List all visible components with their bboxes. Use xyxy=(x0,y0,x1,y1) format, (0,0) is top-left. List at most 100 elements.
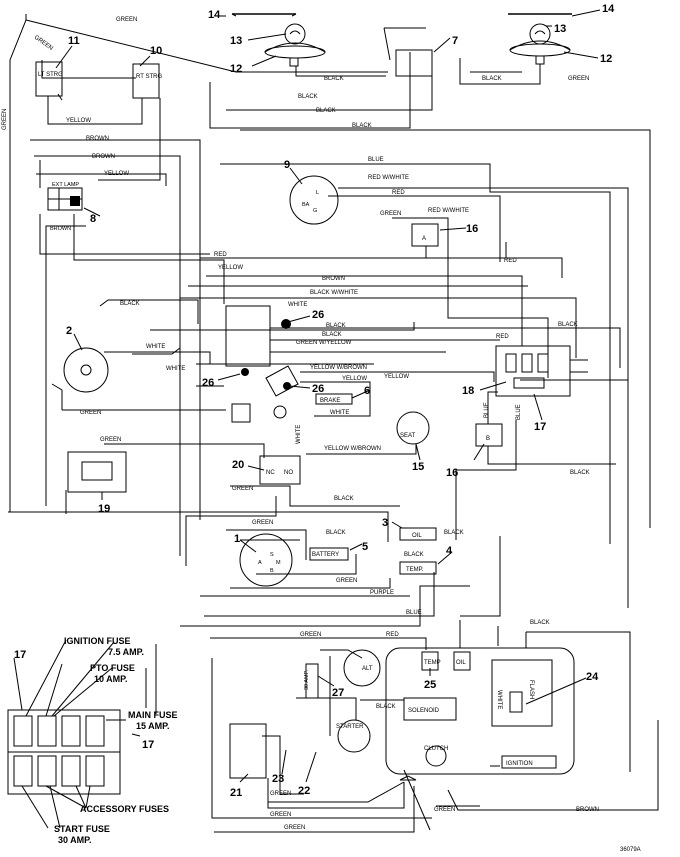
module-26 xyxy=(225,305,271,367)
callout-24: 24 xyxy=(586,671,599,683)
main-fuse-title: MAIN FUSE xyxy=(128,710,178,720)
callout-13-left: 13 xyxy=(230,35,242,47)
lt-strg-label: LT STRG xyxy=(38,72,63,78)
callout-4: 4 xyxy=(446,545,453,557)
wire-label-brown-1: BROWN xyxy=(86,136,109,142)
battery-label: BATTERY xyxy=(312,552,339,558)
wire-label-green-top: GREEN xyxy=(116,17,137,23)
callout-8: 8 xyxy=(90,213,96,225)
wire-label-red-white-1: RED W/WHITE xyxy=(368,175,409,181)
lamp-left xyxy=(231,13,326,67)
wire-label-extlamp: EXT LAMP xyxy=(52,182,79,188)
callout-12-left: 12 xyxy=(230,63,242,75)
callout-11: 11 xyxy=(68,35,80,47)
alt-label: ALT xyxy=(362,666,373,672)
alternator xyxy=(343,649,381,687)
connector-19 xyxy=(67,451,127,493)
wire-label-white-1: WHITE xyxy=(288,302,307,308)
wire-label-black-white: BLACK W/WHITE xyxy=(310,290,358,296)
callout-10: 10 xyxy=(150,45,162,57)
temp-gauge-label: TEMP xyxy=(424,660,441,666)
callout-14-left: 14 xyxy=(208,9,221,21)
wire-label-red-5: RED xyxy=(386,632,399,638)
wire-label-yellow-2: YELLOW xyxy=(104,171,129,177)
wire-label-white-3: WHITE xyxy=(166,366,185,372)
wire-label-black-10: BLACK xyxy=(570,470,590,476)
callout-27: 27 xyxy=(332,687,344,699)
key-g-label: G xyxy=(313,208,317,214)
brake-label: BRAKE xyxy=(320,398,340,404)
wire-label-yellow-5: YELLOW xyxy=(384,374,409,380)
ignition-fuse-title: IGNITION FUSE xyxy=(64,636,131,646)
wire-label-black-13: BLACK xyxy=(444,530,464,536)
wire-label-green-yellow: GREEN W/YELLOW xyxy=(296,340,352,346)
battery-light-5 xyxy=(309,547,349,561)
diode-16-lower xyxy=(475,423,503,447)
diode-a-label: A xyxy=(422,236,426,242)
wire-label-green-12: GREEN xyxy=(284,825,305,831)
wire-label-red-3: RED xyxy=(504,258,517,264)
wire-label-white-4: WHITE xyxy=(330,410,349,416)
switch-20 xyxy=(259,455,301,485)
diode-16-top xyxy=(411,223,439,247)
wire-label-black-5: BLACK xyxy=(352,123,372,129)
callout-7: 7 xyxy=(452,35,458,47)
callout-20: 20 xyxy=(232,459,244,471)
key-l-label: L xyxy=(316,190,319,196)
wire-label-black-9: BLACK xyxy=(558,322,578,328)
temp-light-label: TEMP. xyxy=(406,567,424,573)
fuse-block xyxy=(7,709,121,795)
callout-1: 1 xyxy=(234,533,240,545)
nc-label: NC xyxy=(266,470,275,476)
relay-block-17 xyxy=(495,345,571,397)
callout-6: 6 xyxy=(364,385,370,397)
engine-connector-2 xyxy=(63,347,109,393)
wire-label-green-9: GREEN xyxy=(300,632,321,638)
wire-label-black-14: BLACK xyxy=(404,552,424,558)
wire-label-green-13: GREEN xyxy=(434,807,455,813)
callout-5: 5 xyxy=(362,541,368,553)
battery-21 xyxy=(229,723,267,779)
wire-label-brown-2: BROWN xyxy=(92,154,115,160)
starter xyxy=(337,719,371,753)
callout-17-fuse-right: 17 xyxy=(142,739,154,751)
callout-9: 9 xyxy=(284,159,290,171)
callout-15: 15 xyxy=(412,461,424,473)
wire-label-black-2: BLACK xyxy=(482,76,502,82)
wire-label-brown-4: BROWN xyxy=(322,276,345,282)
wire-label-yellow-1: YELLOW xyxy=(66,118,91,124)
callout-17-relay: 17 xyxy=(534,421,546,433)
callout-26-top: 26 xyxy=(312,309,324,321)
ign-s-label: S xyxy=(270,552,274,558)
ign-m-label: M xyxy=(276,560,281,566)
no-label: NO xyxy=(284,470,293,476)
ignition-switch-1 xyxy=(239,533,293,587)
drawing-number: 36079A xyxy=(620,847,641,853)
wire-label-black-15: BLACK xyxy=(530,620,550,626)
wire-label-black-4: BLACK xyxy=(316,108,336,114)
wire-label-red-4: RED xyxy=(496,334,509,340)
callout-22: 22 xyxy=(298,785,310,797)
starter-label: STARTER xyxy=(336,724,364,730)
wire-label-white-5: WHITE xyxy=(296,425,302,444)
wire-label-white-2: WHITE xyxy=(146,344,165,350)
relay-7 xyxy=(395,49,433,77)
pto-fuse-rating: 10 AMP. xyxy=(94,674,128,684)
white-label-engine: WHITE xyxy=(496,690,502,709)
wire-label-green-8: GREEN xyxy=(336,578,357,584)
callout-14-right: 14 xyxy=(602,3,615,15)
wire-label-blue-4: BLUE xyxy=(406,610,422,616)
seat-label: SEAT xyxy=(400,433,416,439)
temp-light-4 xyxy=(399,561,437,575)
wire-label-black-7: BLACK xyxy=(326,323,346,329)
wire-label-green-4: GREEN xyxy=(80,410,101,416)
wire-label-green-11: GREEN xyxy=(270,812,291,818)
fuse-27-label: 30 AMP. xyxy=(304,669,310,690)
wire-label-black-1: BLACK xyxy=(324,76,344,82)
brake-switch-6 xyxy=(315,393,353,405)
main-fuse-rating: 15 AMP. xyxy=(136,721,170,731)
key-switch-9 xyxy=(289,175,339,225)
callout-26-right: 26 xyxy=(312,383,324,395)
pto-fuse-title: PTO FUSE xyxy=(90,663,135,673)
key-b-label: BA xyxy=(302,202,310,208)
